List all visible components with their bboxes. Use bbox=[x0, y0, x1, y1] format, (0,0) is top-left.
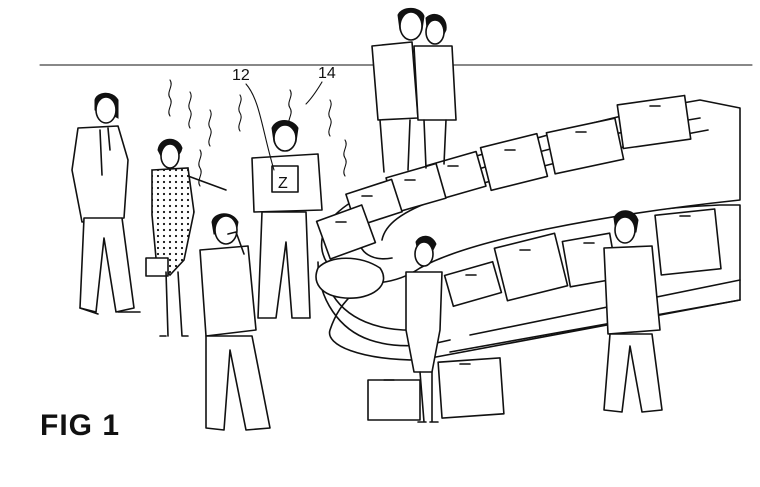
traveler-woman-polka bbox=[145, 138, 227, 337]
traveler-man-left bbox=[71, 92, 141, 315]
traveler-z-jacket: Z bbox=[251, 120, 323, 319]
suitcases bbox=[315, 94, 722, 421]
traveler-woman-black-dress bbox=[405, 235, 443, 423]
figure-label: FIG 1 bbox=[40, 409, 121, 442]
leader-line-14 bbox=[305, 81, 323, 105]
reference-numeral-12: 12 bbox=[232, 67, 250, 84]
leader-line-12 bbox=[245, 83, 275, 171]
traveler-man-phone bbox=[199, 213, 271, 431]
jacket-z-letter: Z bbox=[278, 175, 288, 192]
reference-numeral-14: 14 bbox=[318, 65, 336, 82]
traveler-man-right bbox=[603, 210, 663, 413]
odor-wave-lines bbox=[168, 79, 347, 187]
traveler-couple bbox=[371, 7, 457, 173]
